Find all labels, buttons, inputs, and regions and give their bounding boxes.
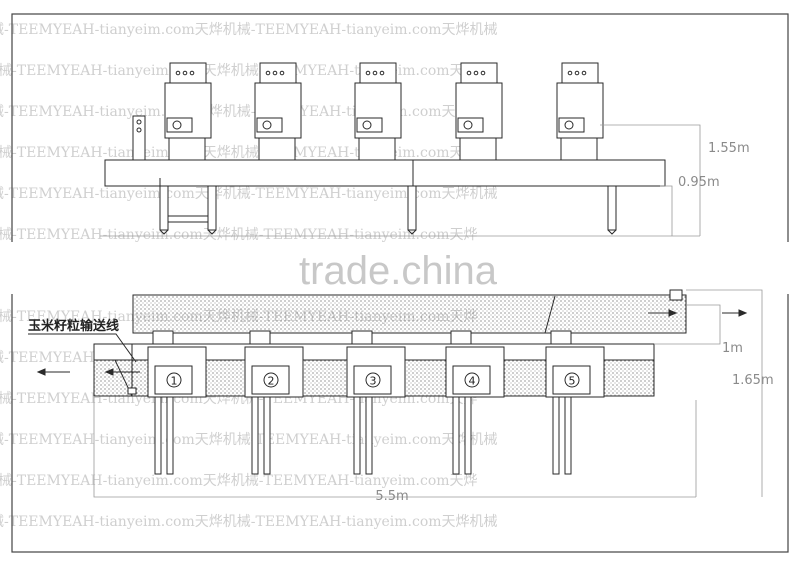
station-4: 4 (445, 330, 505, 475)
station-number: 1 (171, 375, 178, 388)
station-number: 4 (469, 375, 476, 388)
control-box (132, 115, 146, 161)
flow-arrows (36, 309, 748, 376)
watermark-text: 械-TEEMYEAH-tianyeim.com天烨机械-TEEMYEAH-tia… (0, 22, 498, 38)
front-unit-3 (354, 62, 402, 161)
front-unit-1 (164, 62, 212, 161)
conveyor-label: 玉米籽粒输送线 (28, 318, 119, 334)
dim-depth-total: 1.65m (732, 373, 774, 388)
station-number: 3 (370, 375, 377, 388)
station-number: 2 (268, 375, 275, 388)
station-1: 1 (147, 330, 207, 475)
watermark-text: 烨机械-TEEMYEAH-tianyeim.com天烨机械-TEEMYEAH-t… (0, 63, 478, 79)
front-unit-5 (556, 62, 604, 161)
watermark-text: 烨机械-TEEMYEAH-tianyeim.com天烨机械-TEEMYEAH-t… (0, 145, 478, 161)
dim-height-total: 1.55m (708, 141, 750, 156)
dim-depth-belt: 1m (722, 341, 743, 356)
watermark-text: 烨机械-TEEMYEAH-tianyeim.com天烨机械-TEEMYEAH-t… (0, 473, 478, 489)
front-elevation (100, 62, 701, 237)
banner-text: trade.china (299, 249, 498, 293)
label-leader (28, 333, 137, 363)
front-units (164, 62, 604, 161)
station-number: 5 (569, 375, 576, 388)
watermark-text: 械-TEEMYEAH-tianyeim.com天烨机械-TEEMYEAH-tia… (0, 104, 498, 120)
table-top (104, 159, 666, 187)
dim-height-table: 0.95m (678, 175, 720, 190)
front-unit-2 (254, 62, 302, 161)
upper-belt (132, 294, 687, 334)
plan-units: 1 2 3 4 5 (147, 330, 605, 475)
watermark-text: 烨机械-TEEMYEAH-tianyeim.com天烨机械-TEEMYEAH-t… (0, 227, 478, 243)
dim-length-total: 5.5m (375, 489, 408, 504)
station-5: 5 (545, 330, 605, 475)
banner-strip (0, 242, 800, 294)
front-legs (159, 185, 617, 235)
station-3: 3 (346, 330, 406, 475)
station-2: 2 (244, 330, 304, 475)
watermark-text: 械-TEEMYEAH-tianyeim.com天烨机械-TEEMYEAH-tia… (0, 186, 498, 202)
watermark-text: 械-TEEMYEAH-tianyeim.com天烨机械-TEEMYEAH-tia… (0, 514, 498, 530)
plan-view: 1 2 3 4 5 (93, 289, 763, 498)
front-unit-4 (455, 62, 503, 161)
watermark-text: 械-TEEMYEAH-tianyeim.com天烨机械-TEEMYEAH-tia… (0, 432, 498, 448)
